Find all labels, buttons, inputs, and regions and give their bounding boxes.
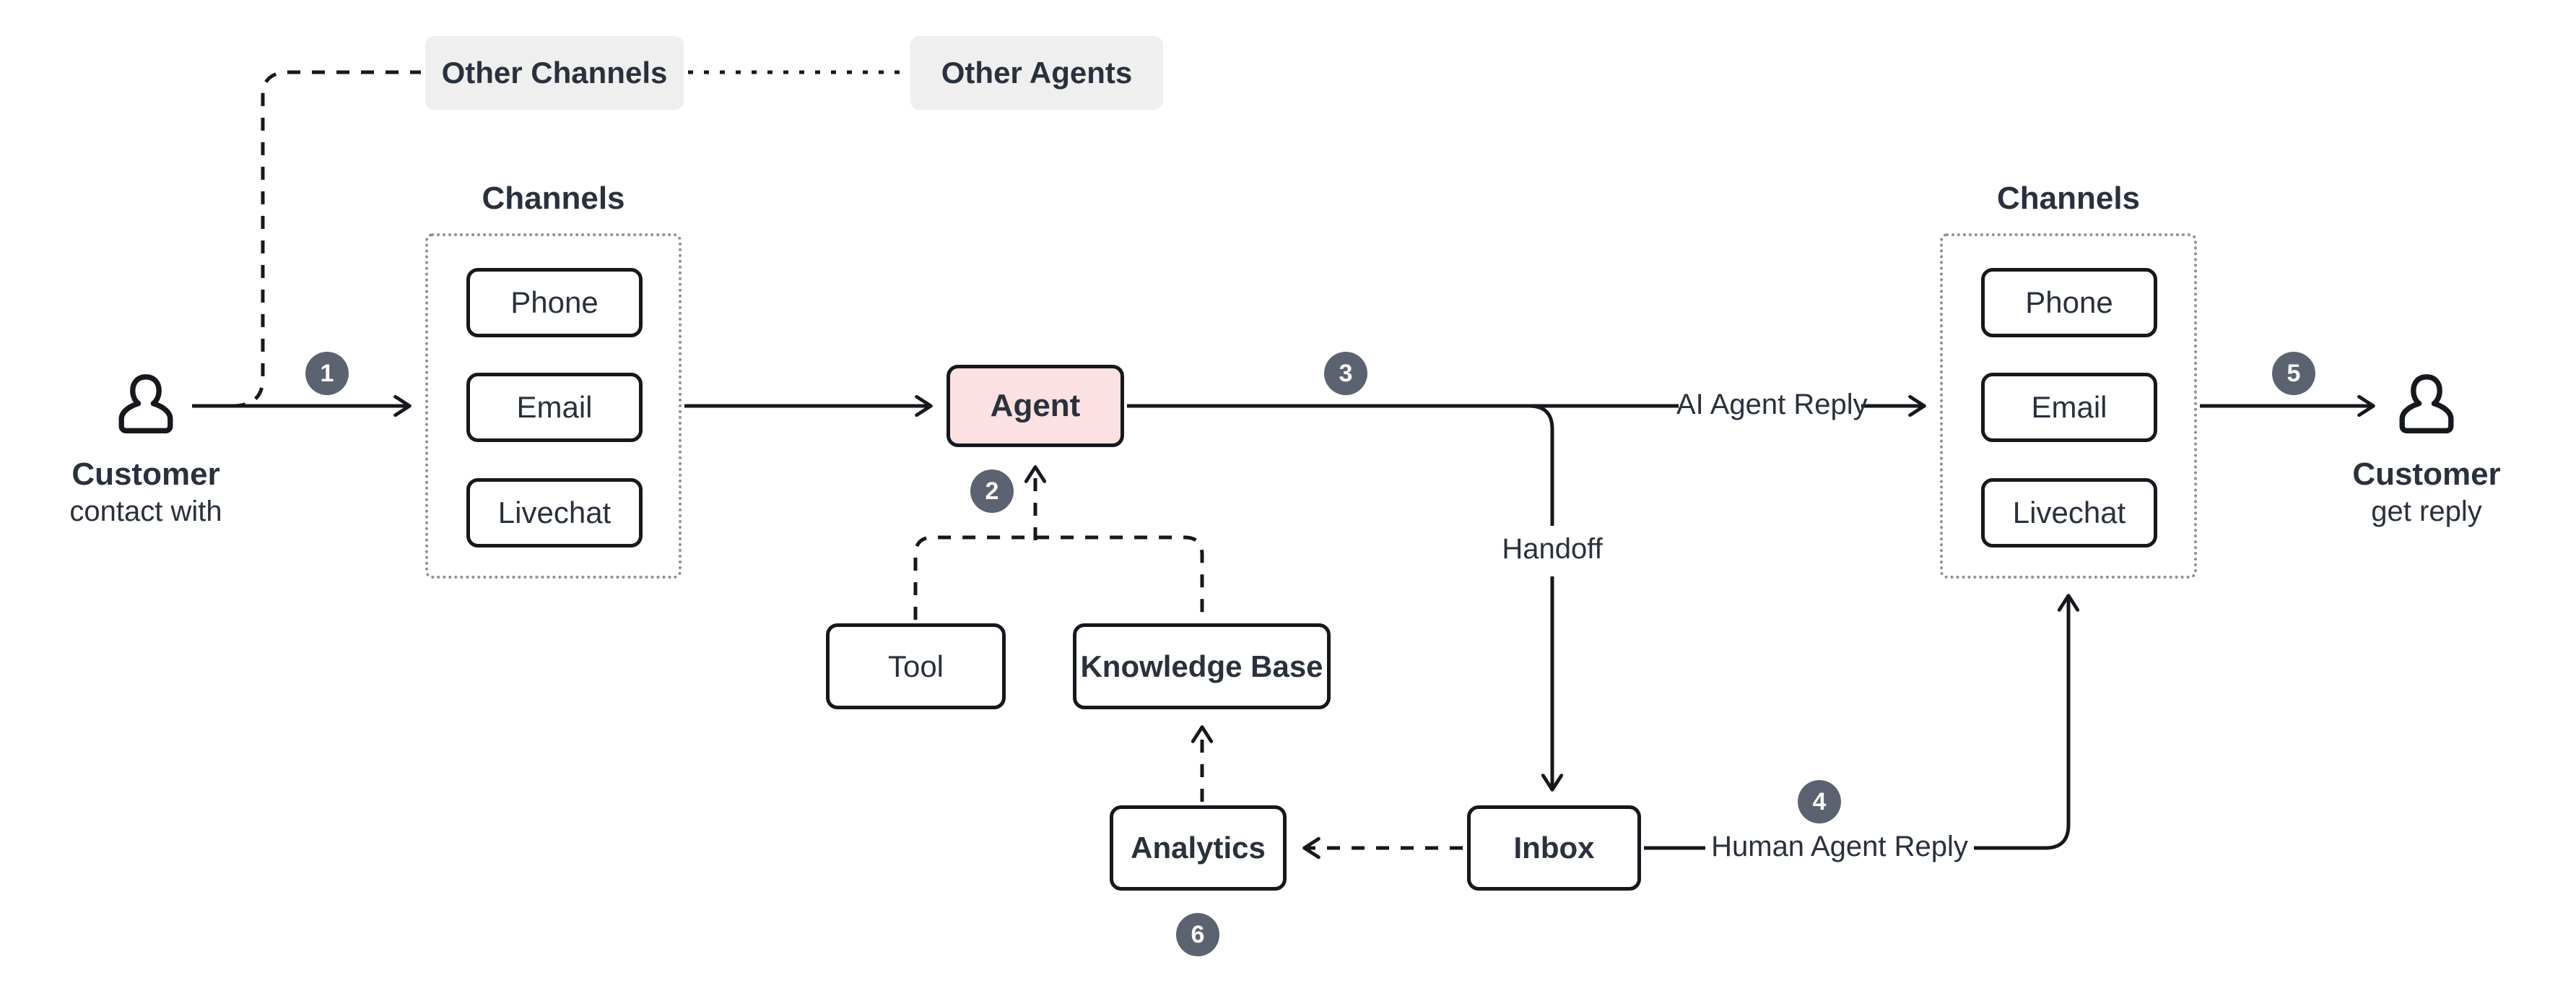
step-badge-1: 1 xyxy=(305,352,349,395)
knowledge-base-node: Knowledge Base xyxy=(1073,623,1331,709)
agent-node: Agent xyxy=(947,365,1124,447)
tool-node: Tool xyxy=(826,623,1006,709)
customer-left-subtitle: contact with xyxy=(69,495,222,527)
step-badge-4: 4 xyxy=(1798,780,1841,823)
inbox-node: Inbox xyxy=(1467,805,1641,891)
step-badge-3: 3 xyxy=(1324,352,1367,395)
handoff-label: Handoff xyxy=(1502,533,1603,565)
channel-left-email: Email xyxy=(466,373,643,442)
step-badge-5: 5 xyxy=(2272,352,2315,395)
channel-right-email: Email xyxy=(1981,373,2157,442)
channel-right-livechat: Livechat xyxy=(1981,478,2157,548)
channel-right-phone: Phone xyxy=(1981,268,2157,337)
channels-left-title: Channels xyxy=(482,181,625,216)
step-badge-2: 2 xyxy=(970,469,1014,513)
ai-agent-reply-label: AI Agent Reply xyxy=(1676,389,1868,420)
other-channels-pill: Other Channels xyxy=(425,36,684,110)
customer-left-title: Customer xyxy=(71,456,220,492)
edge-handoff-upper xyxy=(1528,404,1554,526)
step-badge-6: 6 xyxy=(1176,913,1219,956)
customer-icon-right xyxy=(2399,374,2454,434)
customer-icon-left xyxy=(118,374,173,434)
analytics-node: Analytics xyxy=(1110,805,1287,891)
edge-human-reply-up xyxy=(1974,594,2080,850)
channels-left-group xyxy=(425,233,682,579)
channel-left-phone: Phone xyxy=(466,268,643,337)
channels-right-group xyxy=(1940,233,2197,579)
edge-dashed-tool-kb-branch xyxy=(913,535,1204,620)
channel-left-livechat: Livechat xyxy=(466,478,643,548)
channels-right-title: Channels xyxy=(1996,181,2141,216)
customer-right-subtitle: get reply xyxy=(2371,495,2482,527)
other-agents-pill: Other Agents xyxy=(910,36,1163,110)
customer-right-title: Customer xyxy=(2352,456,2501,492)
human-agent-reply-label: Human Agent Reply xyxy=(1711,831,1968,862)
